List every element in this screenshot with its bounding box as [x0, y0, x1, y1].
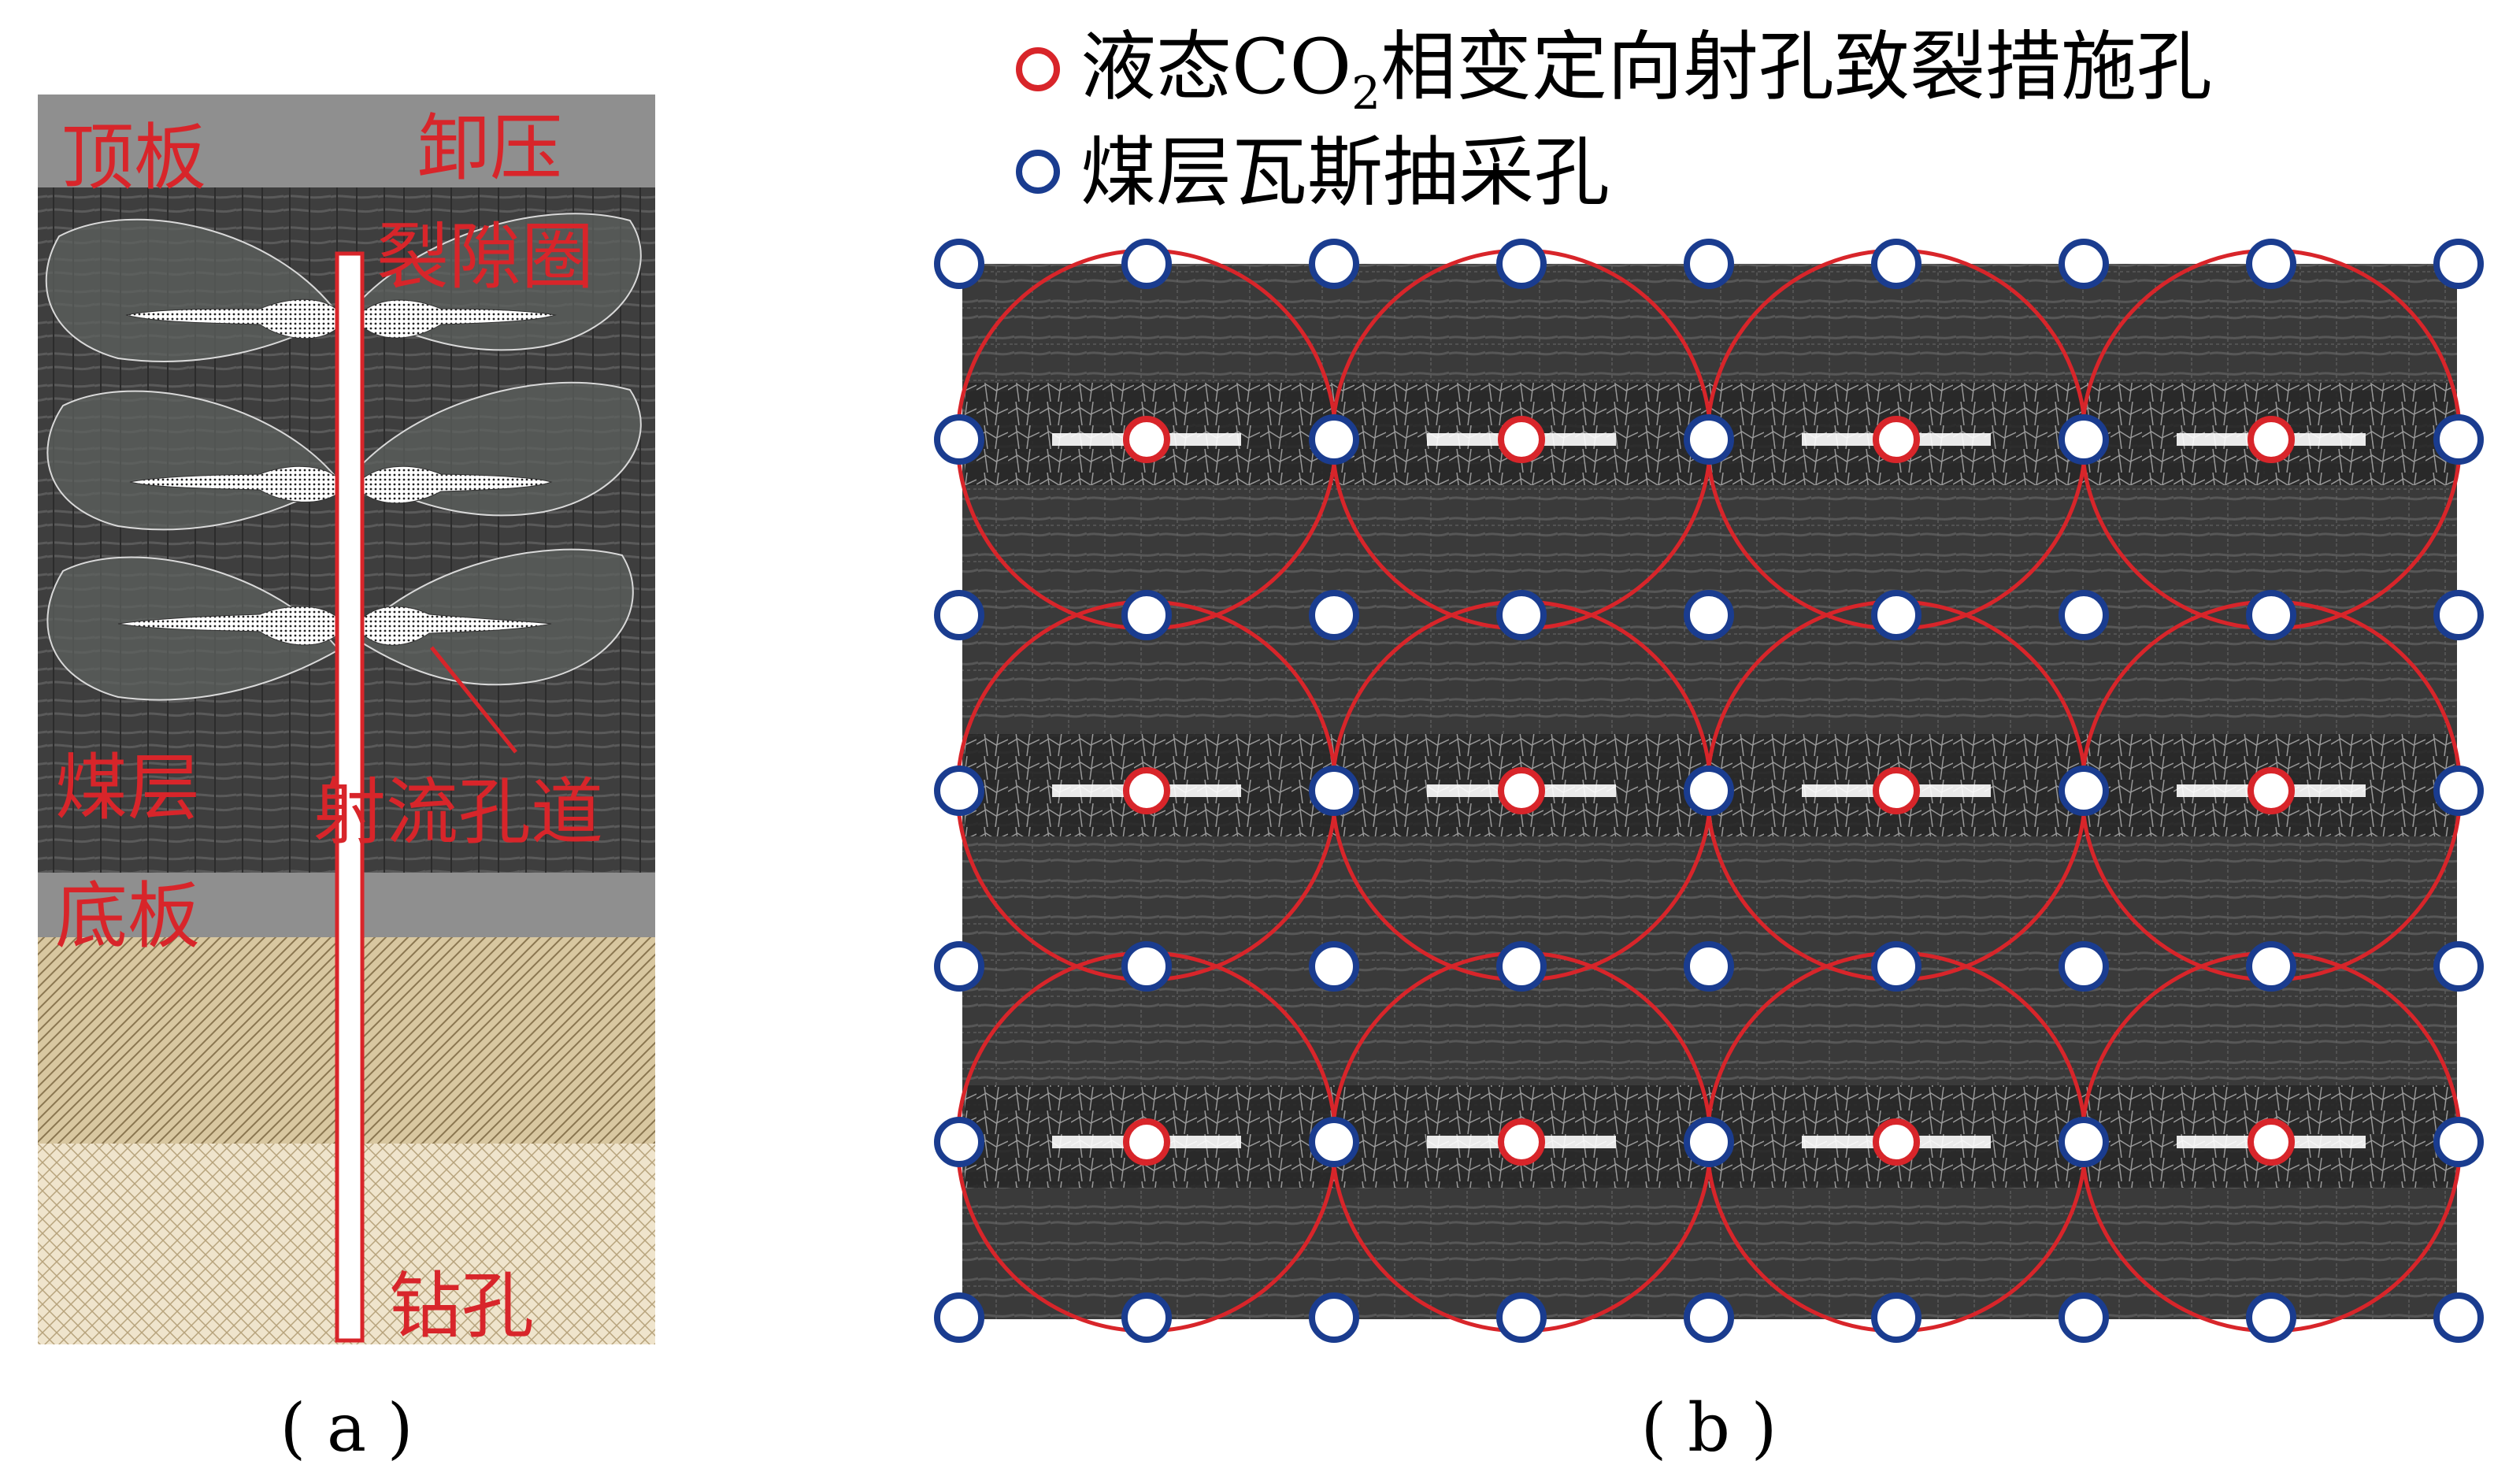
co2-fracturing-hole [2248, 767, 2295, 814]
relief-zone-label-2: 裂隙圈 [376, 215, 594, 299]
gas-drainage-holes [934, 239, 2484, 1343]
gas-drainage-hole [1309, 941, 1359, 992]
gas-drainage-hole [2059, 941, 2109, 992]
gas-drainage-hole [1121, 590, 1172, 640]
floor-label: 底板 [55, 874, 200, 958]
gas-drainage-hole [1871, 590, 1922, 640]
gas-drainage-hole [1871, 941, 1922, 992]
gas-drainage-hole [1309, 414, 1359, 465]
jet-channels [117, 298, 557, 646]
gas-drainage-hole [934, 1117, 984, 1167]
gas-drainage-hole [2059, 1292, 2109, 1343]
gas-drainage-hole [1684, 239, 1734, 289]
gas-drainage-hole [934, 590, 984, 640]
gas-drainage-hole [2433, 1292, 2484, 1343]
gas-drainage-hole [2433, 239, 2484, 289]
borehole [335, 251, 365, 1343]
gas-drainage-hole [934, 414, 984, 465]
gas-drainage-hole [1496, 590, 1547, 640]
caption-b: ( b ) [1641, 1389, 1777, 1466]
gas-drainage-hole [1684, 766, 1734, 816]
gas-drainage-hole [2059, 766, 2109, 816]
panel-b: 液态CO2相变定向射孔致裂措施孔 煤层瓦斯抽采孔 ( b ) [934, 23, 2484, 1466]
gas-drainage-hole [1121, 239, 1172, 289]
co2-fracturing-hole [1873, 1118, 1920, 1166]
gas-drainage-hole [2433, 766, 2484, 816]
gas-drainage-hole [1684, 941, 1734, 992]
gas-drainage-hole [2246, 239, 2296, 289]
gas-drainage-hole [1309, 1117, 1359, 1167]
gas-drainage-hole [1121, 941, 1172, 992]
gas-drainage-hole [1871, 1292, 1922, 1343]
co2-fracturing-holes [1123, 416, 2295, 1166]
co2-fracturing-hole [1498, 416, 1545, 463]
caption-a: ( a ) [280, 1389, 413, 1466]
co2-fracturing-hole [1498, 767, 1545, 814]
gas-drainage-hole [2246, 1292, 2296, 1343]
gas-drainage-hole [1684, 1117, 1734, 1167]
gas-drainage-hole [934, 766, 984, 816]
gas-drainage-hole [1684, 1292, 1734, 1343]
legend-red-marker [1016, 47, 1060, 91]
co2-fracturing-hole [1123, 767, 1170, 814]
gas-drainage-hole [934, 1292, 984, 1343]
co2-fracturing-hole [1123, 416, 1170, 463]
gas-drainage-hole [2433, 1117, 2484, 1167]
coal-seam-label: 煤层 [55, 746, 200, 830]
gas-drainage-hole [1121, 1292, 1172, 1343]
gas-drainage-hole [2433, 590, 2484, 640]
jet-channel-label: 射流孔道 [313, 770, 603, 855]
gas-drainage-hole [2059, 239, 2109, 289]
gas-drainage-hole [2433, 414, 2484, 465]
relief-zone-label-1: 卸压 [417, 106, 562, 191]
roof-stratum [38, 95, 655, 187]
gas-drainage-hole [1871, 239, 1922, 289]
gas-drainage-hole [1496, 239, 1547, 289]
gas-drainage-hole [2246, 590, 2296, 640]
gas-drainage-hole [2246, 941, 2296, 992]
gas-drainage-hole [934, 941, 984, 992]
gas-drainage-hole [2433, 941, 2484, 992]
co2-fracturing-hole [1123, 1118, 1170, 1166]
panel-a: 顶板 卸压 裂隙圈 煤层 射流孔道 底板 钻孔 ( a ) [38, 95, 655, 1466]
borehole-label: 钻孔 [389, 1264, 534, 1348]
gas-drainage-hole [2059, 414, 2109, 465]
gas-drainage-hole [1684, 590, 1734, 640]
gas-drainage-hole [934, 239, 984, 289]
co2-fracturing-hole [2248, 416, 2295, 463]
gas-drainage-hole [2059, 1117, 2109, 1167]
co2-fracturing-hole [1498, 1118, 1545, 1166]
gas-drainage-hole [1684, 414, 1734, 465]
gas-drainage-hole [1309, 766, 1359, 816]
co2-fracturing-hole [2248, 1118, 2295, 1166]
gas-drainage-hole [1496, 1292, 1547, 1343]
roof-label: 顶板 [61, 116, 206, 200]
gas-drainage-hole [1309, 1292, 1359, 1343]
gas-drainage-hole [1496, 941, 1547, 992]
co2-fracturing-hole [1873, 416, 1920, 463]
co2-fracturing-hole [1873, 767, 1920, 814]
gas-drainage-hole [2059, 590, 2109, 640]
legend-blue-marker [1016, 150, 1060, 194]
gas-drainage-hole [1309, 590, 1359, 640]
gas-drainage-hole [1309, 239, 1359, 289]
legend-red-text: 液态CO2相变定向射孔致裂措施孔 [1080, 23, 2212, 120]
legend-blue-text: 煤层瓦斯抽采孔 [1080, 128, 1610, 217]
jet-leader-line [430, 646, 517, 754]
